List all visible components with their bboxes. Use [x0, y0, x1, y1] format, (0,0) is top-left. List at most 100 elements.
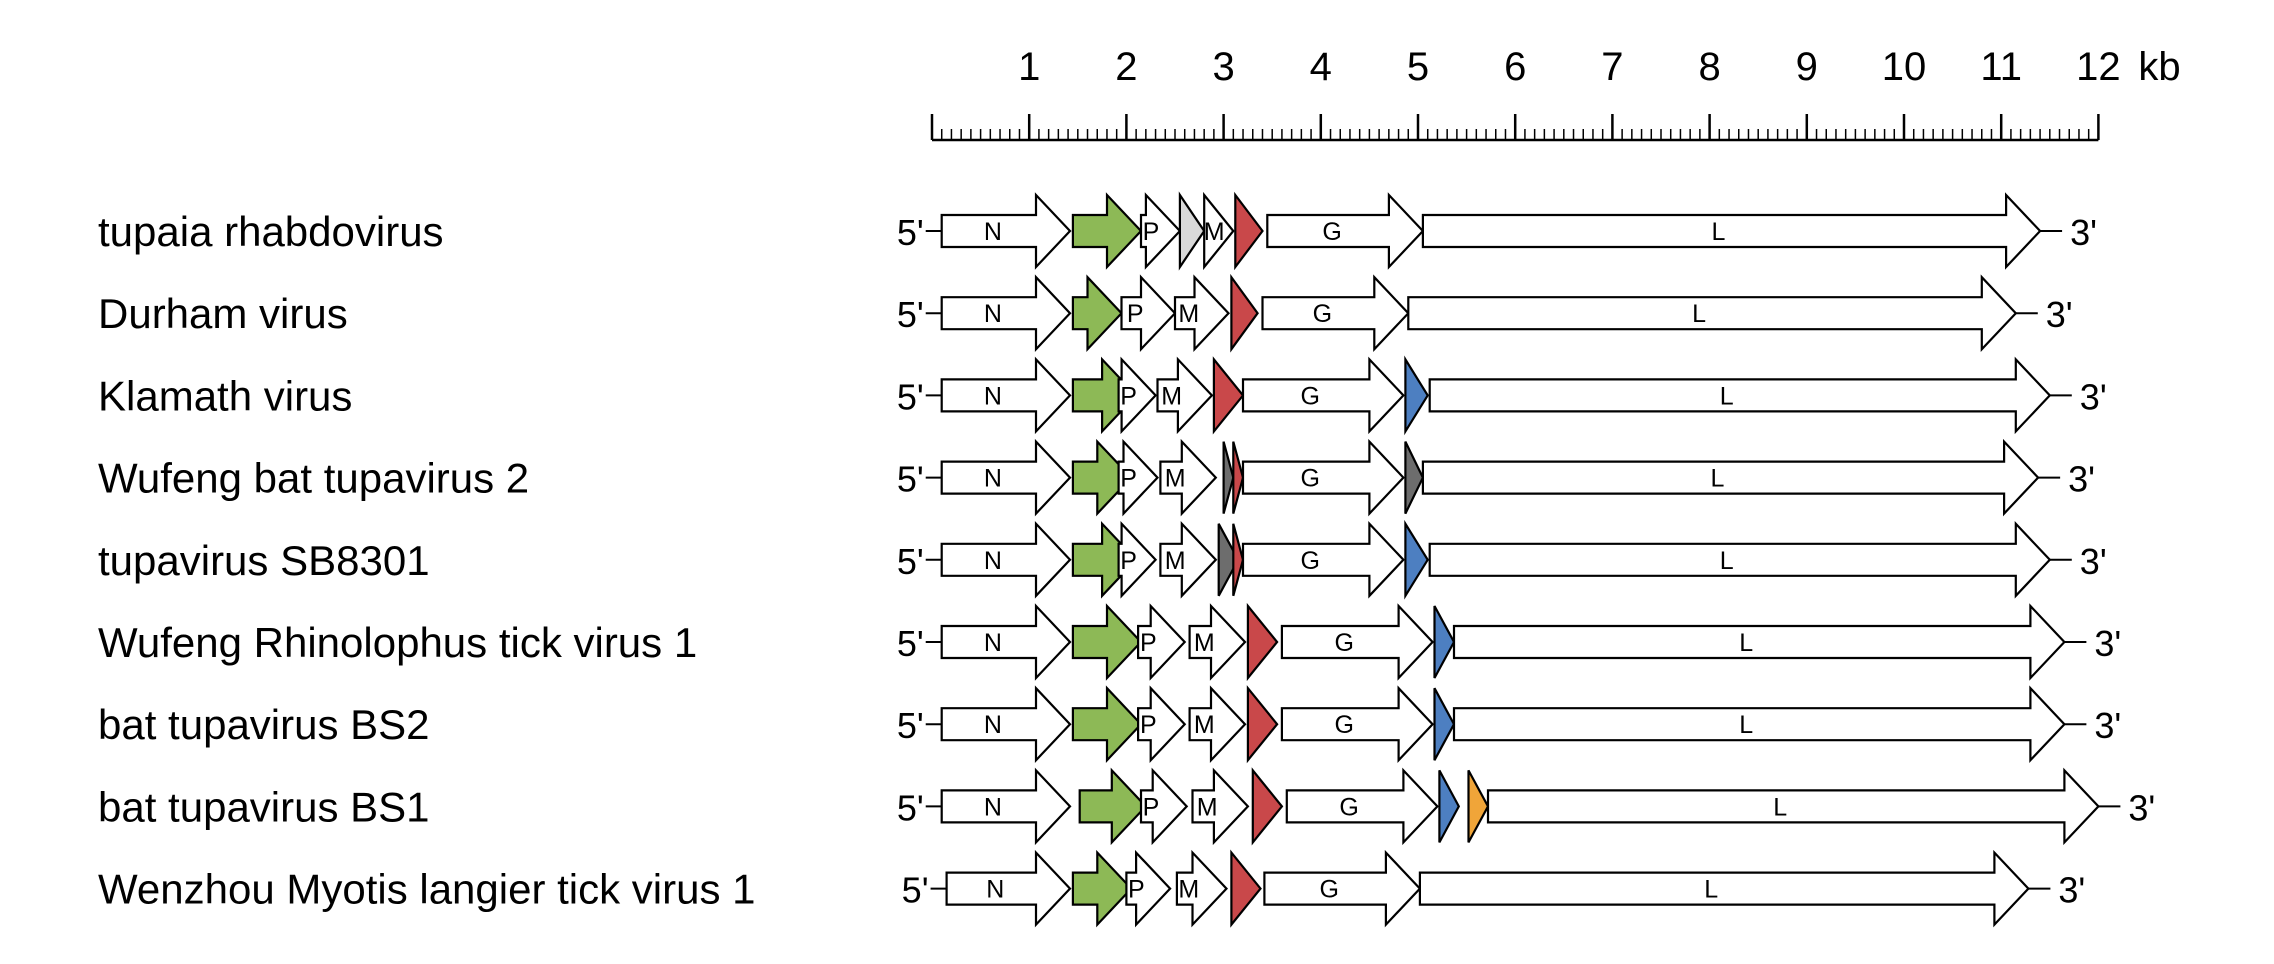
- gene-p-arrow: [1136, 685, 1187, 763]
- gene-n-arrow: [940, 767, 1072, 846]
- gene-n-arrow: [940, 192, 1072, 270]
- gene-label: M: [1197, 793, 1218, 821]
- gene-label: P: [1127, 300, 1144, 328]
- scale-tick-label: 10: [1882, 45, 1927, 89]
- gene-g-arrow: [1280, 603, 1435, 681]
- gene-label: P: [1140, 711, 1157, 739]
- gene-l-arrow: [1428, 356, 2052, 435]
- gene-p-arrow: [1117, 521, 1158, 599]
- gene-label: G: [1339, 793, 1358, 821]
- gene-label: L: [1704, 876, 1718, 904]
- scale-tick-label: 12: [2076, 45, 2121, 89]
- gene-g-arrow: [1263, 849, 1422, 928]
- gene-label: N: [984, 218, 1002, 246]
- gene-p-arrow: [1136, 603, 1187, 681]
- gene-g-arrow: [1241, 438, 1405, 517]
- accessory-gene-dark-grey-arrow: [1404, 441, 1425, 515]
- gene-m-arrow: [1188, 685, 1247, 763]
- three-prime-label: 3': [2094, 623, 2121, 664]
- gene-label: M: [1178, 300, 1199, 328]
- accessory-gene-green-arrow: [1071, 438, 1133, 517]
- gene-label: M: [1165, 547, 1186, 575]
- gene-label: M: [1194, 629, 1215, 657]
- scale-unit-label: kb: [2138, 45, 2180, 89]
- gene-label: L: [1739, 711, 1753, 739]
- accessory-gene-green-arrow: [1071, 603, 1143, 681]
- gene-l-arrow: [1452, 685, 2066, 763]
- scale-tick-label: 7: [1601, 45, 1623, 89]
- gene-n-arrow: [940, 356, 1072, 435]
- accessory-gene-green-arrow: [1071, 192, 1143, 270]
- accessory-gene-light-grey-arrow: [1178, 191, 1206, 271]
- accessory-gene-green-arrow: [1078, 767, 1148, 846]
- virus-name: tupavirus SB8301: [98, 537, 430, 584]
- gene-label: M: [1161, 382, 1182, 410]
- accessory-gene-dark-grey-arrow: [1222, 441, 1235, 514]
- gene-label: L: [1692, 300, 1706, 328]
- gene-label: L: [1720, 382, 1734, 410]
- gene-label: L: [1711, 465, 1725, 493]
- gene-label: P: [1128, 876, 1145, 904]
- three-prime-label: 3': [2046, 294, 2073, 335]
- gene-label: P: [1140, 629, 1157, 657]
- gene-l-arrow: [1421, 192, 2042, 270]
- gene-p-arrow: [1120, 274, 1177, 352]
- accessory-gene-blue-arrow: [1433, 687, 1456, 761]
- gene-label: P: [1120, 382, 1137, 410]
- accessory-gene-red-arrow: [1212, 356, 1245, 435]
- gene-l-arrow: [1407, 274, 2018, 352]
- accessory-gene-dark-grey-arrow: [1217, 523, 1240, 597]
- five-prime-label: 5': [897, 212, 924, 253]
- gene-label: P: [1143, 793, 1160, 821]
- five-prime-label: 5': [897, 623, 924, 664]
- gene-m-arrow: [1159, 521, 1218, 599]
- virus-name: bat tupavirus BS2: [98, 701, 430, 748]
- gene-m-arrow: [1175, 849, 1229, 928]
- five-prime-label: 5': [897, 541, 924, 582]
- gene-n-arrow: [940, 438, 1072, 517]
- gene-label: P: [1120, 547, 1137, 575]
- three-prime-label: 3': [2080, 541, 2107, 582]
- gene-l-arrow: [1452, 603, 2066, 681]
- gene-n-arrow: [940, 603, 1072, 681]
- gene-g-arrow: [1241, 356, 1405, 435]
- virus-name: Wufeng bat tupavirus 2: [98, 455, 529, 502]
- gene-label: N: [984, 629, 1002, 657]
- accessory-gene-blue-arrow: [1433, 605, 1456, 679]
- accessory-gene-green-arrow: [1071, 274, 1124, 352]
- scale-tick-label: 6: [1504, 45, 1526, 89]
- accessory-gene-red-arrow: [1246, 685, 1279, 764]
- scale-tick-label: 11: [1980, 45, 2022, 89]
- gene-n-arrow: [945, 849, 1072, 928]
- accessory-gene-orange-arrow: [1467, 769, 1490, 843]
- gene-m-arrow: [1191, 767, 1250, 846]
- gene-m-arrow: [1159, 438, 1218, 517]
- three-prime-label: 3': [2058, 870, 2085, 911]
- gene-label: L: [1720, 547, 1734, 575]
- scale-tick-label: 9: [1796, 45, 1818, 89]
- accessory-gene-red-arrow: [1232, 441, 1245, 514]
- virus-name: Durham virus: [98, 290, 348, 337]
- gene-label: L: [1773, 793, 1787, 821]
- virus-name: Wufeng Rhinolophus tick virus 1: [98, 619, 697, 666]
- gene-label: P: [1143, 218, 1160, 246]
- gene-l-arrow: [1418, 849, 2030, 928]
- accessory-gene-red-arrow: [1232, 523, 1245, 597]
- gene-g-arrow: [1241, 521, 1405, 599]
- gene-p-arrow: [1125, 849, 1172, 928]
- virus-name: Klamath virus: [98, 372, 352, 419]
- gene-label: L: [1712, 218, 1726, 246]
- scale-tick-label: 5: [1407, 45, 1429, 89]
- gene-label: G: [1313, 300, 1332, 328]
- three-prime-label: 3': [2128, 787, 2155, 828]
- gene-label: N: [986, 876, 1004, 904]
- gene-label: M: [1165, 465, 1186, 493]
